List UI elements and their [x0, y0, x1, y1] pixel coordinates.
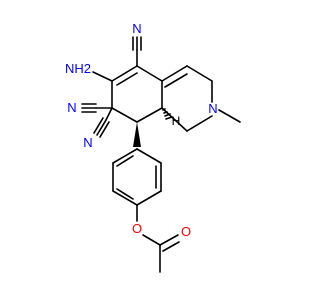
stereo-hydrogen: H — [172, 114, 181, 128]
triple-bond-line — [96, 119, 107, 136]
top-nitrile — [132, 36, 142, 67]
double-bond-line — [116, 155, 134, 167]
bond — [111, 65, 138, 82]
stereo-h-hash — [162, 108, 173, 120]
hash-line — [164, 113, 171, 117]
bond — [136, 65, 163, 82]
bond — [112, 148, 138, 164]
left-nitrile-1 — [81, 103, 113, 113]
double-bond-line — [164, 73, 188, 88]
left-ring — [111, 65, 163, 123]
bond — [159, 234, 179, 246]
bond — [112, 190, 138, 206]
stereo-wedge-bond — [133, 122, 141, 147]
bond — [161, 65, 188, 82]
structure-drawing: N NH2 N N N H O O — [65, 21, 241, 273]
nitrile-n-top: N — [132, 21, 141, 36]
amine-bond — [92, 71, 113, 82]
bond — [136, 148, 162, 164]
bond — [136, 107, 163, 123]
double-bond-line — [116, 188, 134, 200]
amine-label: NH2 — [65, 61, 91, 76]
nitrile-n-left-1: N — [67, 100, 76, 115]
molecule-canvas: N NH2 N N N H O O — [65, 21, 241, 273]
left-nitrile-2 — [93, 107, 113, 138]
right-ring — [161, 65, 241, 132]
bond — [136, 190, 162, 206]
hash-line — [165, 116, 173, 120]
nitrile-n-left-2: N — [83, 135, 92, 150]
methyl-bond — [218, 109, 241, 123]
bond — [105, 107, 113, 121]
double-bond-line — [116, 72, 138, 86]
ring-nitrogen: N — [208, 101, 217, 116]
bond — [186, 65, 213, 82]
ester-oxygen: O — [132, 221, 142, 236]
acetoxy-group — [136, 204, 180, 273]
double-bond-line — [162, 241, 180, 252]
bond — [186, 115, 213, 132]
phenyl-ring — [112, 148, 162, 206]
hash-line — [163, 111, 168, 114]
bond — [142, 234, 161, 246]
carbonyl-oxygen: O — [181, 224, 191, 239]
hash-line — [162, 108, 166, 111]
triple-bond-line — [93, 117, 104, 134]
bond — [111, 107, 138, 123]
triple-bond-line — [99, 121, 110, 138]
